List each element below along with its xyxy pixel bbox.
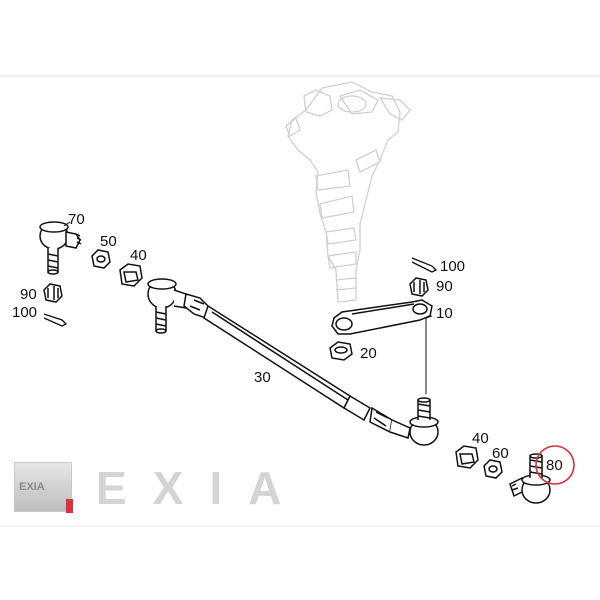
part-label-90-left: 90 [20,286,37,303]
steering-gearbox-ghost [285,81,411,303]
part-label-100-left: 100 [12,304,38,321]
drop-arm-10 [331,299,433,335]
exia-badge: EXIA [14,462,73,513]
cotter-pin-100-right [411,257,438,273]
nut-50 [91,249,111,269]
part-label-10: 10 [436,305,453,322]
part-label-100-right: 100 [440,258,466,275]
part-label-30: 30 [254,369,271,386]
nut-60 [483,459,503,479]
part-label-20: 20 [360,345,377,362]
highlight-circle-80 [535,445,575,485]
nut-20 [329,341,353,361]
part-label-80: 80 [546,457,563,474]
exia-badge-text: EXIA [19,481,45,493]
center-tie-rod-end [147,278,187,334]
cotter-pin-100-left [43,313,68,327]
exia-watermark-text: EXIA [96,462,308,514]
left-tie-rod-end [39,221,82,275]
nut-40-left [119,263,143,287]
part-label-70: 70 [68,211,85,228]
right-inner-tie-rod-end [409,397,439,446]
nut-40-right [455,445,479,469]
exia-watermark-logo: EXIA EXIA [12,460,312,516]
part-label-50: 50 [100,233,117,250]
castle-nut-90-left [43,283,63,303]
part-label-90-right: 90 [436,278,453,295]
part-label-40-left: 40 [130,247,147,264]
leader-lines [63,221,433,394]
tie-rod-30 [183,293,411,439]
outer-tie-rod-end-80 [509,453,551,504]
castle-nut-90-right [409,277,429,297]
exia-badge-accent [66,499,73,513]
part-label-40-right: 40 [472,430,489,447]
part-label-60: 60 [492,445,509,462]
